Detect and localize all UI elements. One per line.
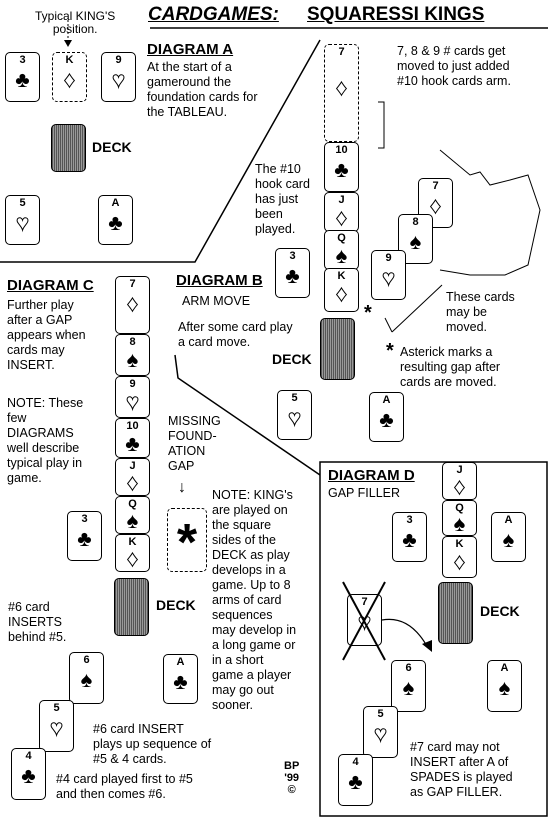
deck-b-label: DECK: [272, 351, 312, 367]
card-3-clubs-d: 3♣: [392, 512, 427, 562]
card-7-arm-moved: 7♦: [324, 44, 359, 142]
four-first-note: #4 card played first to #5 and then come…: [56, 772, 193, 801]
deck-d-label: DECK: [480, 603, 520, 619]
card-4-clubs-d: 4♣: [338, 754, 373, 806]
deck-a: [51, 124, 86, 172]
diagram-d-heading: DIAGRAM D: [328, 467, 415, 484]
deck-a-label: DECK: [92, 139, 132, 155]
missing-gap-card: *: [167, 508, 207, 572]
diagram-d-sub: GAP FILLER: [328, 486, 401, 500]
card-8-spades-arm: 8♠: [398, 214, 433, 264]
page-title: CARDGAMES:: [148, 4, 279, 25]
card-jack-diamonds-d: J♦: [442, 462, 477, 500]
diagram-c-note: NOTE: These few DIAGRAMS well describe t…: [7, 396, 84, 485]
author-credit: BP '99 ©: [284, 760, 300, 796]
card-3-clubs: 3♣: [5, 52, 40, 102]
card-8-spades-c: 8♠: [115, 334, 150, 376]
diagram-d-note: #7 card may not INSERT after A of SPADES…: [410, 740, 513, 799]
diagram-c-text: Further play after a GAP appears when ca…: [7, 298, 86, 372]
card-king-position: K♦: [52, 52, 87, 102]
card-10-clubs: 10♣: [324, 142, 359, 192]
arrow-down-icon: ↓: [178, 479, 186, 496]
gap-asterisk-b: *: [364, 302, 372, 324]
card-3-clubs-c: 3♣: [67, 511, 102, 561]
diagram-b-after: After some card play a card move.: [178, 320, 293, 349]
diagram-b-sub: ARM MOVE: [182, 294, 251, 308]
card-6-spades-c: 6♠: [69, 652, 104, 704]
card-queen-spades-d: Q♠: [442, 500, 477, 536]
card-3-clubs-b: 3♣: [275, 248, 310, 298]
card-9-hearts: 9♥: [101, 52, 136, 102]
card-queen-spades-c: Q♠: [115, 496, 150, 534]
diagram-a-heading: DIAGRAM A: [147, 41, 234, 58]
diagram-c-heading: DIAGRAM C: [7, 277, 94, 294]
card-jack-diamonds: J♦: [324, 192, 359, 232]
diagram-b-note-top: 7, 8 & 9 # cards get moved to just added…: [397, 44, 511, 88]
deck-d: [438, 582, 473, 644]
card-king-diamonds-d: K♦: [442, 536, 477, 578]
hook-card-note: The #10 hook card has just been played.: [255, 162, 310, 236]
card-6-spades-d: 6♠: [391, 660, 426, 712]
insert-play-note: #6 card INSERT plays up sequence of #5 &…: [93, 722, 212, 766]
card-5-hearts-d: 5♥: [363, 706, 398, 758]
card-jack-diamonds-c: J♦: [115, 458, 150, 496]
card-ace-clubs: A♣: [98, 195, 133, 245]
deck-b: [320, 318, 355, 380]
card-5-hearts: 5♥: [5, 195, 40, 245]
kings-note: NOTE: KING's are played on the square si…: [212, 488, 297, 712]
card-queen-spades: Q♠: [324, 230, 359, 270]
card-king-diamonds-c: K♦: [115, 534, 150, 572]
typical-kings-label: Typical KING'S position.: [35, 9, 116, 36]
card-ace-spades-d2: A♠: [487, 660, 522, 712]
card-5-hearts-c: 5♥: [39, 700, 74, 752]
diagram-a-text: At the start of a gameround the foundati…: [147, 60, 258, 119]
card-ace-clubs-b: A♣: [369, 392, 404, 442]
card-ace-clubs-c: A♣: [163, 654, 198, 704]
card-ace-spades-d: A♠: [491, 512, 526, 562]
card-9-hearts-c: 9♥: [115, 376, 150, 418]
page-subtitle: SQUARESSI KINGS: [307, 4, 485, 25]
deck-c-label: DECK: [156, 597, 196, 613]
deck-c: [114, 578, 149, 636]
card-10-clubs-c: 10♣: [115, 418, 150, 458]
missing-gap-label: MISSING FOUND- ATION GAP: [168, 414, 221, 473]
card-9-hearts-arm: 9♥: [371, 250, 406, 300]
asterisk-note: Asterick marks a resulting gap after car…: [400, 345, 501, 389]
asterisk-legend-mark: *: [386, 340, 394, 362]
card-7-diamonds-c: 7♦: [115, 276, 150, 334]
card-4-clubs-c: 4♣: [11, 748, 46, 800]
card-king-diamonds: K♦: [324, 268, 359, 312]
diagram-b-heading: DIAGRAM B: [176, 272, 263, 289]
insert6-note: #6 card INSERTS behind #5.: [8, 600, 67, 644]
card-5-hearts-b: 5♥: [277, 390, 312, 440]
may-move-note: These cards may be moved.: [446, 290, 515, 334]
